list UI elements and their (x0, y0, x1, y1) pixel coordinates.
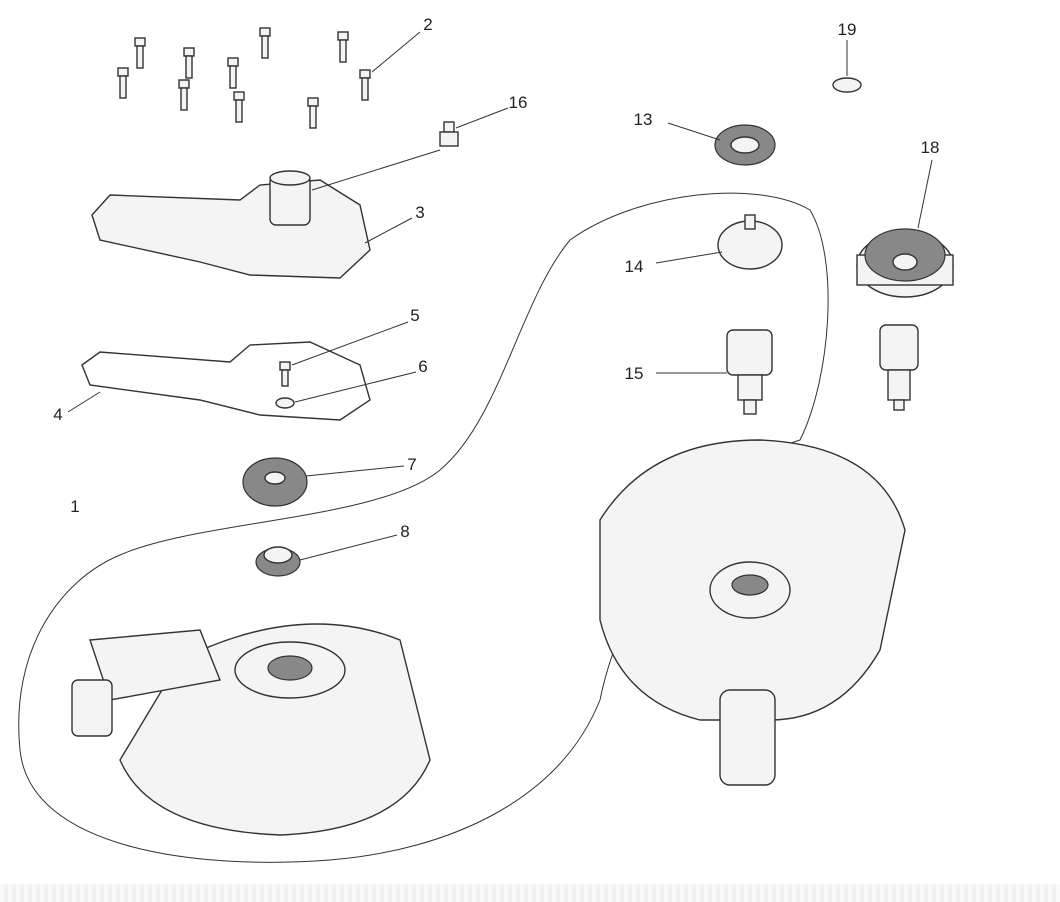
part-3-cover (91, 170, 371, 279)
callout-15: 15 (624, 364, 644, 383)
callout-6: 6 (418, 357, 428, 376)
part-1-housing (71, 623, 431, 836)
part-15-shaft (726, 329, 773, 415)
callout-19: 19 (837, 20, 857, 39)
callout-7: 7 (407, 455, 417, 474)
bottom-pattern-strip (0, 884, 1060, 902)
part-19-washer (832, 77, 862, 93)
callout-3: 3 (415, 203, 425, 222)
part-8-seal (255, 546, 301, 577)
callout-5: 5 (410, 306, 420, 325)
callout-8: 8 (400, 522, 410, 541)
part-16-fitting (439, 121, 459, 147)
part-6-washer (275, 397, 295, 409)
leader-lines (67, 31, 933, 561)
callout-18: 18 (920, 138, 940, 157)
callout-2: 2 (423, 15, 433, 34)
bolts-group (117, 27, 371, 129)
callout-4: 4 (53, 405, 63, 424)
callout-16: 16 (508, 93, 528, 112)
part-4-gasket (81, 341, 371, 421)
callout-13: 13 (633, 110, 653, 129)
part-18-shaft (879, 324, 919, 411)
part-18-ring-gear (856, 228, 954, 298)
part-7-impeller (242, 457, 308, 507)
part-13-lock-ring (714, 124, 776, 166)
callout-1: 1 (70, 497, 80, 516)
part-5-bolt (279, 361, 291, 387)
callout-14: 14 (624, 257, 644, 276)
transmission-case (599, 439, 906, 786)
part-14-gear-plate (717, 214, 783, 270)
